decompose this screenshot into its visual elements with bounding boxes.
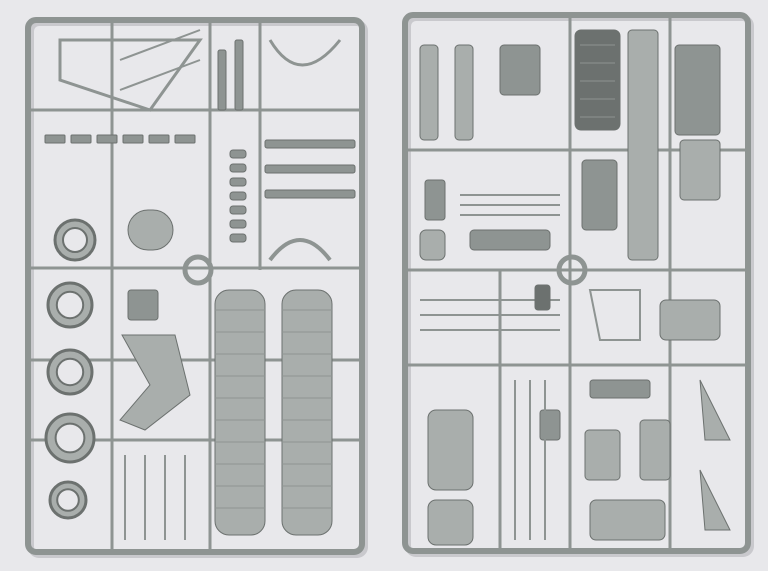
intake-part [127,209,174,251]
ring-inner [54,422,86,454]
small-part [229,219,247,229]
small-part [229,191,247,201]
small-part [148,134,170,144]
sprue-hub-ring [556,254,588,286]
small-part [127,289,159,321]
small-part [96,134,118,144]
small-part [44,134,66,144]
rod-part [264,189,356,199]
fin-part [699,469,731,531]
small-part [229,177,247,187]
left-sprue-frame [25,17,368,558]
small-part [419,229,446,261]
panel-part [584,429,621,481]
intake-duct-part [119,334,191,431]
small-part [174,134,196,144]
small-part [424,179,446,221]
fuselage-spine-part [627,29,659,261]
small-part [229,205,247,215]
seat-part [659,299,721,341]
small-part [122,134,144,144]
panel-part [674,44,721,136]
sprue-hub-ring [182,254,214,286]
panel-part [419,44,439,141]
bracket-part [499,44,541,96]
small-part [229,163,247,173]
intake-half-part [427,499,474,546]
panel-part [679,139,721,201]
rod-part [217,49,227,111]
right-sprue-frame [402,12,754,557]
ring-inner [55,290,85,320]
arch-part [268,39,342,67]
arch-part [268,238,332,262]
ring-inner [62,227,88,253]
engine-half-part [281,289,333,536]
intake-half-part [427,409,474,491]
small-part [229,233,247,243]
small-part [534,284,551,311]
ring-inner [56,488,80,512]
frame-part [588,289,641,341]
ring-inner [55,357,85,387]
small-part [70,134,92,144]
gear-part [469,229,551,251]
strut-part [119,29,201,91]
panel-part [454,44,474,141]
engine-half-part [214,289,266,536]
panel-part [581,159,618,231]
panel-part [639,419,671,481]
rod-part [264,139,356,149]
frame-outer-runner [25,17,365,555]
canopy-frame-part [58,38,203,112]
small-part [539,409,561,441]
rod-part [264,164,356,174]
panel-part [589,499,666,541]
rod-part [234,39,244,111]
panel-part [589,379,651,399]
frame-outer-runner [402,12,751,554]
cockpit-tub-part [574,29,621,131]
small-part [229,149,247,159]
fin-part [699,379,731,441]
